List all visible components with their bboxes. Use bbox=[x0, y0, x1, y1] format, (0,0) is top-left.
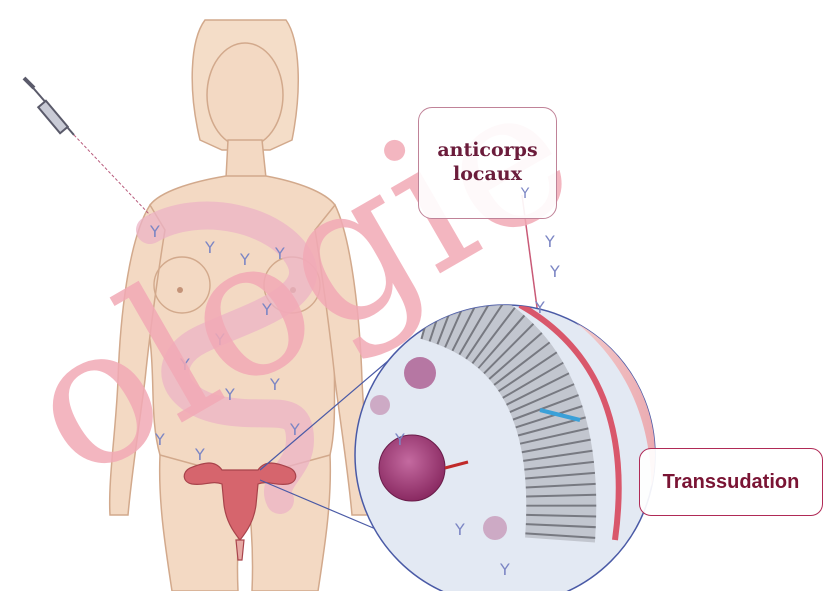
antibody-icon: Y bbox=[550, 262, 560, 281]
anticorps-label-line1: anticorps bbox=[419, 138, 556, 162]
antibody-icon: Y bbox=[455, 520, 465, 539]
antibody-icon: Y bbox=[290, 420, 300, 439]
antibody-icon: Y bbox=[494, 186, 556, 202]
anticorps-label-line2: locaux bbox=[419, 162, 556, 186]
antibody-icon: Y bbox=[535, 298, 545, 317]
anticorps-label-box: anticorps locaux Y bbox=[418, 107, 557, 219]
antibody-icon: Y bbox=[395, 430, 405, 449]
transsudation-label: Transsudation bbox=[640, 449, 822, 515]
transsudation-label-box: Transsudation bbox=[639, 448, 823, 516]
antibody-icon: Y bbox=[500, 560, 510, 579]
